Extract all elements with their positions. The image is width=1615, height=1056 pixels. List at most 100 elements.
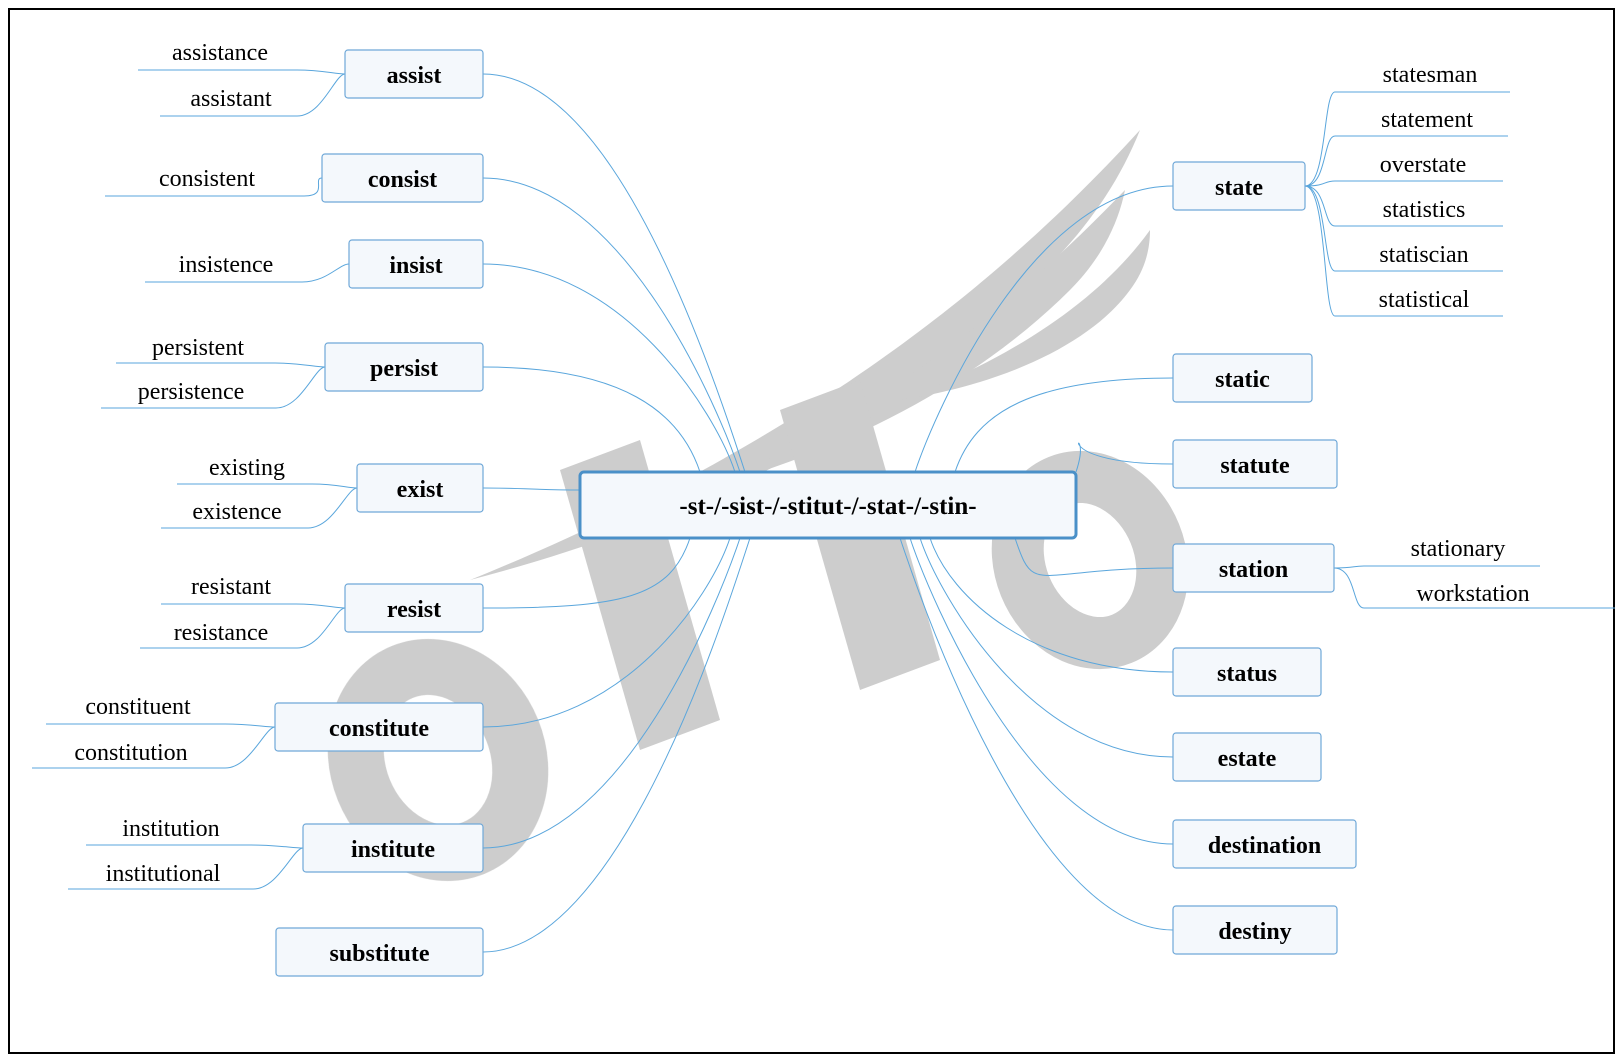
child-workstation: workstation — [1416, 581, 1529, 607]
node-statute-label: statute — [1220, 453, 1290, 479]
child-statistics-label: statistics — [1383, 197, 1466, 223]
node-substitute-box — [275, 927, 484, 977]
node-constitute-label: constitute — [329, 716, 429, 742]
node-estate-connector — [919, 537, 1174, 758]
node-station-label: station — [1219, 557, 1288, 583]
node-institute-label: institute — [351, 837, 435, 863]
child-workstation-label: workstation — [1416, 581, 1529, 607]
child-statistics: statistics — [1383, 197, 1466, 223]
child-existing-line — [177, 483, 358, 489]
child-statement: statement — [1381, 107, 1473, 133]
node-constitute: constitute — [274, 702, 484, 752]
child-resistance-line — [140, 607, 346, 649]
node-destiny-connector — [899, 537, 1174, 931]
node-insist-label: insist — [389, 253, 442, 279]
node-assist-label: assist — [387, 63, 442, 89]
child-institutional-line — [68, 847, 304, 890]
node-persist-label: persist — [370, 356, 438, 382]
child-assistant: assistant — [190, 86, 272, 112]
node-destination-connector — [909, 537, 1174, 845]
node-constitute-box — [274, 702, 484, 752]
node-assist: assist — [344, 49, 484, 99]
child-statistical-line — [1304, 185, 1503, 317]
node-consist-box — [321, 153, 484, 203]
child-constituent: constituent — [85, 694, 191, 720]
child-institutional: institutional — [106, 861, 221, 887]
child-overstate-line — [1304, 180, 1503, 187]
node-status-box — [1172, 647, 1322, 697]
node-exist-label: exist — [397, 477, 444, 503]
node-institute-connector — [482, 537, 741, 849]
child-consistent: consistent — [159, 166, 255, 192]
child-overstate: overstate — [1380, 152, 1467, 178]
node-institute: institute — [302, 823, 484, 873]
child-statement-line — [1304, 135, 1508, 187]
node-statute-connector — [1075, 442, 1174, 473]
child-existence-line — [161, 487, 358, 529]
node-static-connector — [954, 377, 1174, 473]
child-statiscian-line — [1304, 185, 1503, 272]
nodes: -st-/-sist-/-stitut-/-stat-/-stin-assist… — [74, 40, 1530, 977]
node-persist-box — [324, 342, 484, 392]
child-statistical: statistical — [1379, 287, 1470, 313]
child-existence: existence — [192, 499, 281, 525]
node-station-box — [1172, 543, 1335, 593]
child-persistent: persistent — [152, 335, 244, 361]
node-destiny-label: destiny — [1218, 919, 1291, 945]
node-destination-box — [1172, 819, 1357, 869]
node-resist-connector — [482, 537, 691, 609]
child-resistant-line — [161, 603, 346, 609]
center-node-box — [578, 470, 1078, 540]
node-estate-label: estate — [1218, 746, 1277, 772]
child-stationary-line — [1333, 565, 1540, 569]
node-consist-label: consist — [368, 167, 437, 193]
node-exist: exist — [356, 463, 484, 513]
child-statiscian-label: statiscian — [1379, 242, 1468, 268]
node-status: status — [1172, 647, 1322, 697]
child-constitution-label: constitution — [74, 740, 187, 766]
child-assistance-line — [138, 69, 346, 75]
node-consist-connector — [482, 177, 741, 473]
child-existing: existing — [209, 455, 285, 481]
node-persist: persist — [324, 342, 484, 392]
child-institution-line — [86, 844, 304, 849]
child-institutional-label: institutional — [106, 861, 221, 887]
node-persist-connector — [482, 366, 701, 473]
node-statute: statute — [1172, 439, 1338, 489]
node-substitute: substitute — [275, 927, 484, 977]
child-overstate-label: overstate — [1380, 152, 1467, 178]
node-insist-box — [348, 239, 484, 289]
child-constitution: constitution — [74, 740, 187, 766]
child-statistical-label: statistical — [1379, 287, 1470, 313]
child-statesman-label: statesman — [1383, 62, 1478, 88]
child-resistant: resistant — [191, 574, 271, 600]
child-stationary: stationary — [1411, 536, 1506, 562]
child-statistics-line — [1304, 185, 1503, 227]
node-destiny-box — [1172, 905, 1338, 955]
node-statute-box — [1172, 439, 1338, 489]
child-existence-label: existence — [192, 499, 281, 525]
child-persistence-line — [101, 366, 326, 409]
child-constitution-line — [32, 726, 276, 769]
node-destination-label: destination — [1208, 833, 1321, 859]
child-resistance: resistance — [174, 620, 269, 646]
node-static-box — [1172, 353, 1313, 403]
center-node-label: -st-/-sist-/-stitut-/-stat-/-stin- — [679, 493, 976, 520]
node-constitute-connector — [482, 537, 731, 728]
node-insist: insist — [348, 239, 484, 289]
node-resist-label: resist — [387, 597, 441, 623]
node-state-connector — [914, 185, 1174, 473]
child-constituent-label: constituent — [85, 694, 191, 720]
diagram-frame — [8, 8, 1615, 1054]
child-assistance-label: assistance — [172, 40, 268, 66]
connectors — [32, 69, 1615, 953]
node-station-connector — [1014, 537, 1174, 576]
node-status-label: status — [1217, 661, 1277, 687]
child-existing-label: existing — [209, 455, 285, 481]
node-institute-box — [302, 823, 484, 873]
center-node: -st-/-sist-/-stitut-/-stat-/-stin- — [578, 470, 1078, 540]
node-resist-box — [344, 583, 484, 633]
node-state: state — [1172, 161, 1306, 211]
child-institution: institution — [122, 816, 219, 842]
